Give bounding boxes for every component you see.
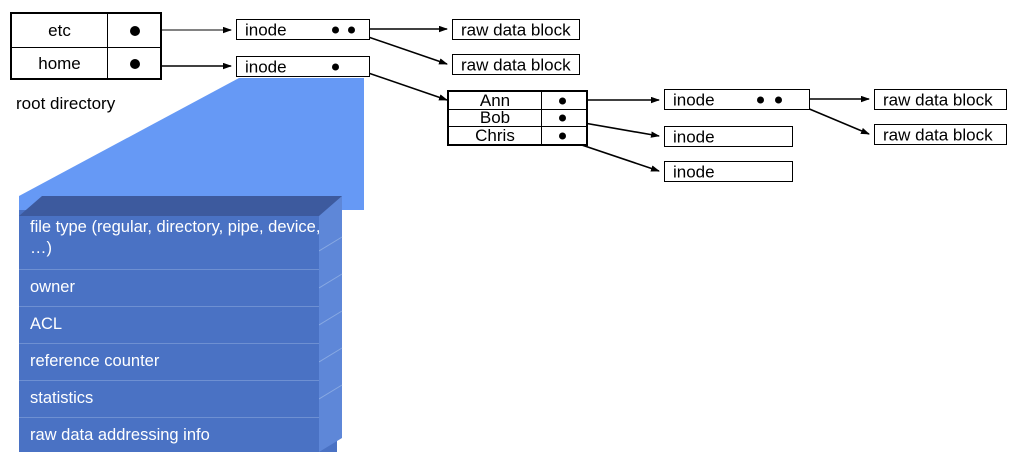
raw-data-block-etc-1[interactable]: raw data block (452, 19, 580, 40)
inode-ann-label: inode (673, 90, 715, 109)
inode-field-acl: ACL (19, 307, 337, 344)
pointer-dot (559, 132, 566, 139)
inode-detail-box: file type (regular, directory, pipe, dev… (19, 196, 360, 452)
raw-data-block-label: raw data block (461, 55, 571, 74)
inode-chris-box[interactable]: inode (664, 161, 793, 182)
raw-data-block-ann-1[interactable]: raw data block (874, 89, 1007, 110)
raw-data-block-etc-2[interactable]: raw data block (452, 54, 580, 75)
inode-field-raw-data-addressing: raw data addressing info (30, 426, 210, 444)
root-directory-table: etc home (10, 12, 162, 80)
home-entry-name-bob: Bob (449, 108, 542, 127)
table-row[interactable]: home (12, 47, 160, 80)
root-entry-name-home: home (12, 48, 108, 80)
pointer-dot (332, 63, 339, 70)
raw-data-block-ann-2[interactable]: raw data block (874, 124, 1007, 145)
table-row[interactable]: Chris (449, 126, 586, 145)
home-entry-pointer-chris[interactable] (542, 127, 586, 144)
inode-field-owner: owner (19, 270, 337, 307)
inode-home-box[interactable]: inode (236, 56, 370, 77)
pointer-dot (348, 26, 355, 33)
inode-detail-side-face (319, 196, 343, 452)
pointer-dot (559, 114, 566, 122)
pointer-dot (332, 26, 339, 33)
inode-detail-front-face: file type (regular, directory, pipe, dev… (19, 210, 337, 452)
raw-data-block-label: raw data block (883, 125, 993, 144)
home-entry-name-ann: Ann (449, 91, 542, 110)
inode-bob-label: inode (673, 127, 715, 146)
pointer-dot (130, 59, 140, 69)
root-directory-caption: root directory (16, 94, 116, 113)
home-entry-pointer-ann[interactable] (542, 92, 586, 109)
table-row[interactable]: Bob (449, 108, 586, 127)
root-entry-name-etc: etc (12, 14, 108, 47)
inode-chris-label: inode (673, 162, 715, 181)
pointer-dot (130, 25, 140, 36)
inode-ann-box[interactable]: inode (664, 89, 810, 110)
pointer-dot (775, 96, 782, 103)
callout-wedge (19, 78, 364, 210)
inode-field-reference-counter: reference counter (19, 344, 337, 381)
raw-data-block-label: raw data block (883, 90, 993, 109)
pointer-dot (559, 97, 566, 104)
raw-data-block-label: raw data block (461, 20, 571, 39)
inode-home-label: inode (245, 57, 287, 76)
home-directory-table: Ann Bob Chris (447, 90, 588, 146)
inode-field-statistics: statistics (19, 381, 337, 418)
inode-detail-top-face (19, 196, 342, 216)
inode-bob-box[interactable]: inode (664, 126, 793, 147)
inode-field-file-type: file type (regular, directory, pipe, dev… (19, 210, 337, 270)
table-row[interactable]: Ann (449, 91, 586, 110)
table-row[interactable]: etc (12, 14, 160, 47)
inode-etc-box[interactable]: inode (236, 19, 370, 40)
inode-etc-label: inode (245, 20, 287, 39)
root-entry-pointer-home[interactable] (108, 48, 160, 80)
pointer-dot (757, 96, 764, 103)
home-entry-pointer-bob[interactable] (542, 110, 586, 126)
root-entry-pointer-etc[interactable] (108, 14, 160, 47)
home-entry-name-chris: Chris (449, 126, 542, 145)
